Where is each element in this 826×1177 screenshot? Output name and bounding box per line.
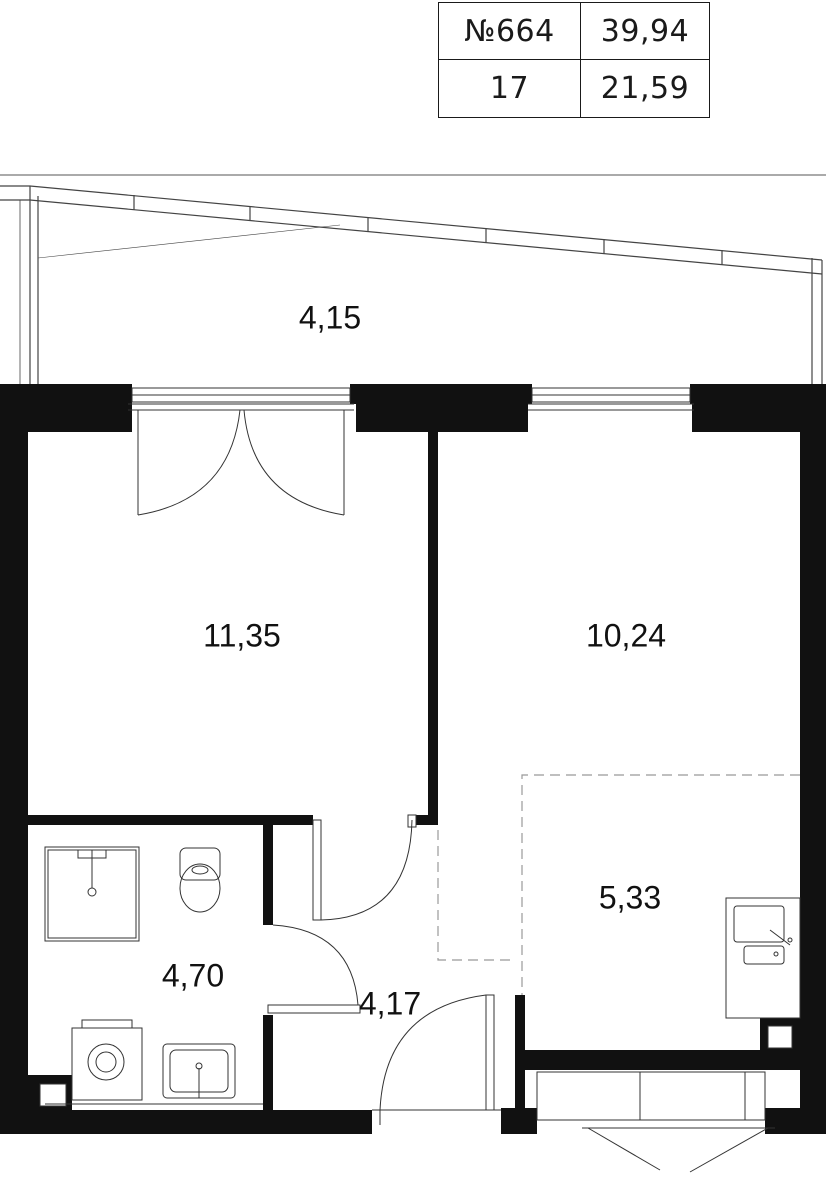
room-area-left-room: 11,35 xyxy=(203,617,281,654)
windows xyxy=(128,387,694,411)
floor-number: 17 xyxy=(439,60,581,117)
shaft-inner-right xyxy=(767,1025,793,1049)
kitchen-window xyxy=(536,1071,775,1173)
room-area-balcony: 4,15 xyxy=(298,299,362,336)
shaft-inner xyxy=(39,1083,67,1107)
balcony-railing xyxy=(0,185,823,385)
kitchen-sink xyxy=(725,897,801,1019)
washing-machine xyxy=(71,1019,143,1101)
room-area-hallway: 4,17 xyxy=(358,985,422,1022)
entrance-door xyxy=(372,994,501,1125)
bathroom-sink xyxy=(162,1043,236,1099)
room-area-right-room: 10,24 xyxy=(585,617,667,654)
room-area-kitchen: 5,33 xyxy=(598,879,662,916)
toilet xyxy=(179,847,221,913)
walls xyxy=(0,384,826,1134)
door-bathroom xyxy=(267,924,361,1014)
door-left-room xyxy=(312,814,417,921)
living-area: 21,59 xyxy=(600,71,690,106)
apartment-info-table: №664 39,94 17 21,59 xyxy=(438,2,710,118)
shower xyxy=(44,846,140,942)
total-area: 39,94 xyxy=(581,3,709,60)
room-area-bathroom: 4,70 xyxy=(161,957,225,994)
kitchen-zone xyxy=(437,774,800,995)
balcony-door xyxy=(137,409,345,516)
apartment-number: №664 xyxy=(439,3,581,60)
